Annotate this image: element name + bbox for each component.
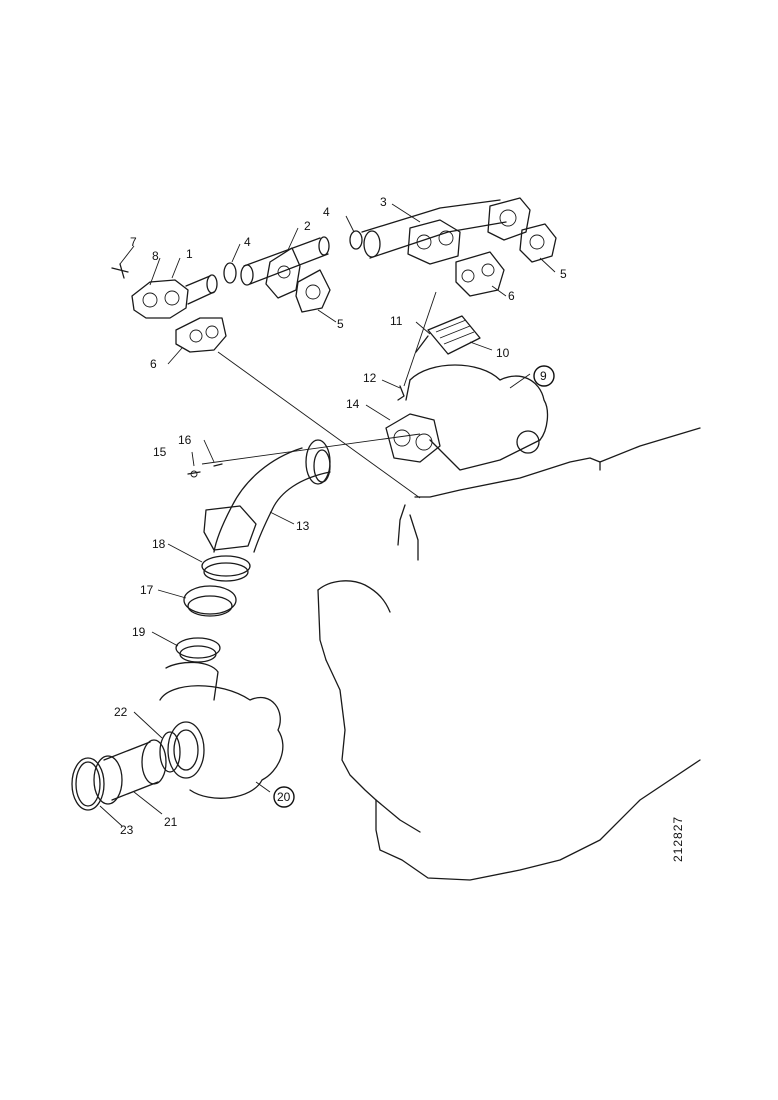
callout-17: 17 (140, 583, 154, 597)
figure-number: 212827 (671, 816, 685, 862)
exhaust-manifold-assembly (111, 197, 557, 353)
callout-13: 13 (296, 519, 310, 533)
callout-19: 19 (132, 625, 146, 639)
callout-2: 2 (304, 219, 311, 233)
callout-9: 9 (540, 369, 547, 383)
callout-7: 7 (130, 235, 137, 249)
callout-16: 16 (178, 433, 192, 447)
callout-15: 15 (153, 445, 167, 459)
callout-12: 12 (363, 371, 377, 385)
bolts (187, 463, 223, 478)
callout-18: 18 (152, 537, 166, 551)
engine-block-outline (317, 427, 701, 881)
turbocharger (159, 661, 295, 808)
callout-21: 21 (164, 815, 178, 829)
inlet-pipe (71, 731, 181, 811)
callout-22: 22 (114, 705, 128, 719)
turbo-housing-upper (385, 364, 549, 471)
callout-4-right: 4 (323, 205, 330, 219)
callout-14: 14 (346, 397, 360, 411)
elbow-pipe (203, 439, 331, 553)
callout-20: 20 (277, 790, 291, 804)
callout-5-mid: 5 (337, 317, 344, 331)
callout-9-circle (533, 365, 555, 387)
callout-11: 11 (390, 314, 403, 328)
clamp-rings (175, 555, 251, 663)
heat-shield-plate (397, 315, 481, 401)
callout-3: 3 (380, 195, 387, 209)
callout-8: 8 (152, 249, 159, 263)
callout-5-right: 5 (560, 267, 567, 281)
callout-1: 1 (186, 247, 193, 261)
leader-lines (99, 203, 556, 827)
callout-6-left: 6 (150, 357, 157, 371)
callout-4-left: 4 (244, 235, 251, 249)
callout-23: 23 (120, 823, 134, 837)
callout-6-right: 6 (508, 289, 515, 303)
callout-labels: 1 2 3 4 4 5 5 6 6 7 8 9 10 11 12 13 14 1… (114, 195, 567, 837)
callout-10: 10 (496, 346, 510, 360)
